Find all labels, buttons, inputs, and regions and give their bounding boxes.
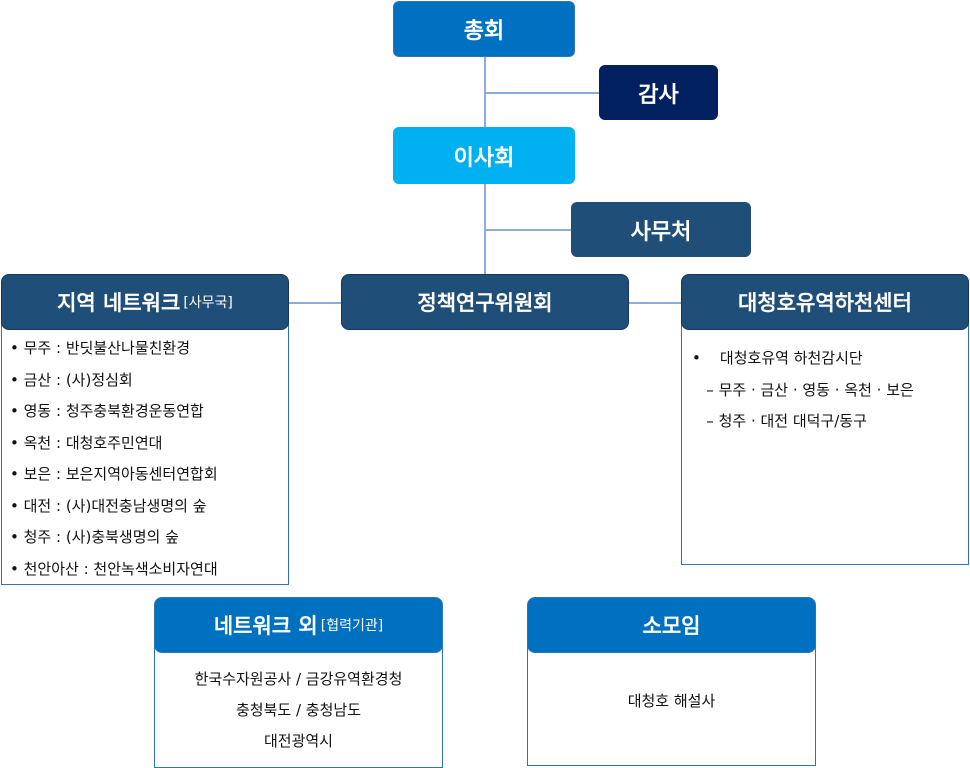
list-item: • 보은 : 보은지역아동센터연합회 [10, 465, 218, 483]
node-board[interactable]: 이사회 [393, 127, 575, 184]
node-audit[interactable]: 감사 [599, 65, 718, 120]
small-group-item: 대청호 해설사 [627, 692, 716, 710]
list-item: • 금산 : (사)정심회 [10, 370, 133, 389]
river-center-header[interactable]: 대청호유역하천센터 [681, 274, 969, 330]
connector-secretariat [485, 229, 572, 231]
list-item: • 대전 : (사)대전충남생명의 숲 [10, 496, 207, 515]
regional-network-subtitle: [사무국] [183, 295, 233, 311]
regional-network-header[interactable]: 지역 네트워크[사무국] [1, 274, 289, 330]
regional-network-list: • 무주 : 반딧불산나물친환경 • 금산 : (사)정심회 • 영동 : 청주… [10, 333, 218, 585]
list-item: 한국수자원공사 / 금강유역환경청 [194, 670, 403, 688]
partner-network-subtitle: [협력기관] [320, 618, 384, 634]
connector-audit [485, 92, 600, 94]
partner-network-title: 네트워크 외 [213, 614, 318, 638]
connector-left [288, 302, 342, 304]
list-item: • 대청호유역 하천감시단 [692, 349, 863, 367]
list-item: • 천안아산 : 천안녹색소비자연대 [10, 559, 218, 578]
node-secretariat[interactable]: 사무처 [571, 202, 751, 257]
connector-right [628, 302, 682, 304]
list-item: 충청북도 / 충청남도 [236, 701, 361, 719]
list-item: • 무주 : 반딧불산나물친환경 [10, 339, 191, 357]
partner-network-header[interactable]: 네트워크 외[협력기관] [154, 597, 443, 653]
list-item: • 옥천 : 대청호주민연대 [10, 433, 163, 452]
node-general-assembly[interactable]: 총회 [393, 1, 575, 57]
river-center-panel [681, 300, 969, 565]
regional-network-title: 지역 네트워크 [57, 291, 181, 315]
list-item: • 청주 : (사)충북생명의 숲 [10, 528, 179, 546]
regional-network-panel [1, 300, 289, 585]
small-group-header[interactable]: 소모임 [527, 597, 816, 653]
list-item: • 영동 : 청주충북환경운동연합 [10, 402, 204, 420]
node-policy-committee[interactable]: 정책연구위원회 [341, 274, 629, 330]
river-center-list: • 대청호유역 하천감시단 – 무주 · 금산 · 영동 · 옥천 · 보은 –… [692, 343, 914, 438]
list-sub-item: – 무주 · 금산 · 영동 · 옥천 · 보은 [692, 380, 914, 399]
list-item: 대전광역시 [263, 732, 333, 750]
partner-network-list: 한국수자원공사 / 금강유역환경청 충청북도 / 충청남도 대전광역시 [154, 664, 443, 757]
list-sub-item: – 청주 · 대전 대덕구/동구 [692, 412, 867, 430]
